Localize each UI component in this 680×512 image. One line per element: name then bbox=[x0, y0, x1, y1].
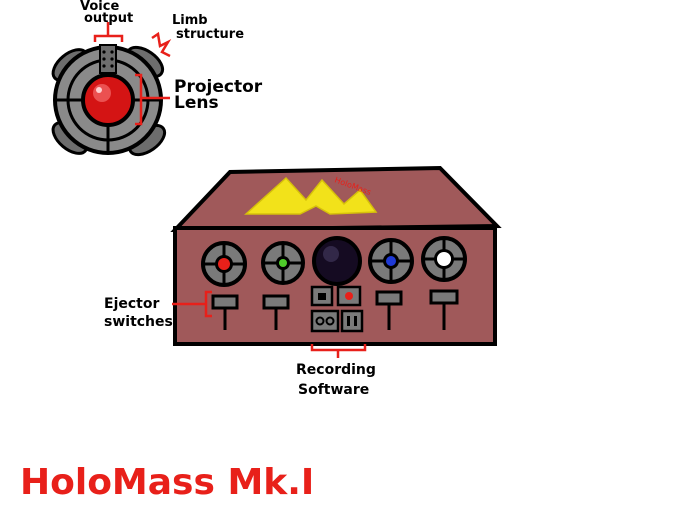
indicator-blue bbox=[386, 256, 396, 266]
projector-lens-label-2: Lens bbox=[174, 93, 219, 113]
drone-callout-brackets bbox=[93, 22, 172, 126]
ejector-switch-3[interactable] bbox=[375, 290, 403, 306]
recording-controls bbox=[310, 285, 364, 333]
indicator-red bbox=[218, 258, 230, 270]
voice-output-label-2: output bbox=[84, 11, 133, 26]
projector-lens-label-1: Projector bbox=[174, 77, 263, 97]
ejector-switch-2[interactable] bbox=[262, 294, 290, 310]
record-icon bbox=[345, 292, 353, 300]
limb-structure-label-2: structure bbox=[176, 27, 244, 42]
main-lens bbox=[312, 236, 362, 286]
ejector-switch-4[interactable] bbox=[429, 289, 459, 305]
case-callout-brackets bbox=[172, 290, 367, 358]
projector-lens bbox=[81, 73, 135, 127]
page-title: HoloMass Mk.I bbox=[20, 462, 314, 503]
projector-case: HoloMass bbox=[170, 165, 502, 346]
recording-software-label-2: Software bbox=[298, 382, 369, 398]
stop-icon bbox=[318, 293, 326, 300]
indicator-green bbox=[279, 259, 287, 267]
tape-button[interactable] bbox=[310, 309, 340, 333]
pause-button[interactable] bbox=[340, 309, 364, 333]
reel-red bbox=[201, 241, 247, 287]
reel-blue bbox=[368, 238, 414, 284]
tape-icon bbox=[315, 316, 325, 326]
drone-unit bbox=[51, 44, 167, 157]
recording-software-label-1: Recording bbox=[296, 362, 376, 378]
ejector-switch-1[interactable] bbox=[211, 294, 239, 310]
voice-output-label-1: Voice bbox=[80, 0, 119, 14]
pause-icon bbox=[347, 316, 350, 326]
lid-logo bbox=[244, 176, 378, 215]
reel-white bbox=[421, 236, 467, 282]
ejector-switches-label-2: switches bbox=[104, 314, 173, 330]
ejector-switches bbox=[211, 289, 459, 330]
reel-green bbox=[261, 241, 305, 285]
indicator-white bbox=[437, 252, 451, 266]
limb-structure-label-1: Limb bbox=[172, 13, 208, 28]
ejector-switches-label-1: Ejector bbox=[104, 296, 159, 312]
